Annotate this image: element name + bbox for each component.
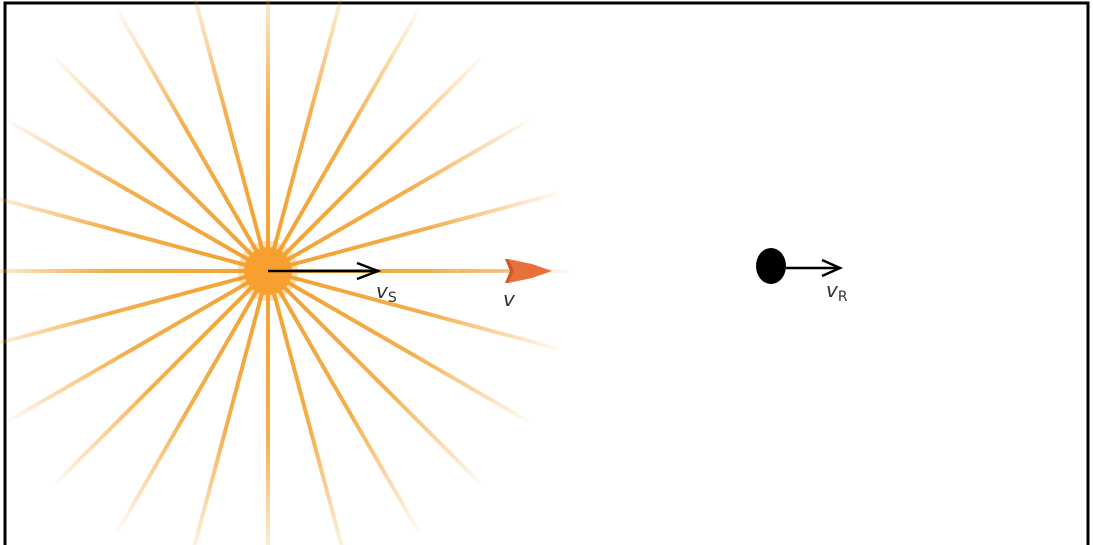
source-ray	[192, 269, 270, 545]
source-ray	[0, 197, 270, 273]
source-ray	[266, 191, 560, 273]
wave-velocity-label: v	[503, 287, 516, 311]
source-ray	[53, 269, 270, 486]
source-ray	[266, 56, 483, 273]
source-ray	[266, 269, 483, 486]
source-ray	[266, 119, 530, 273]
source-ray	[53, 56, 270, 273]
source-ray	[266, 9, 420, 273]
source-velocity-arrow	[268, 261, 382, 281]
receiver-velocity-arrow	[786, 258, 844, 278]
source-ray	[266, 0, 343, 273]
source-ray	[116, 9, 270, 273]
source-rays	[0, 0, 570, 545]
source-ray	[266, 269, 420, 533]
source-velocity-label: vS	[376, 279, 397, 306]
wavefront-marker	[460, 259, 552, 283]
receiver-dot	[756, 248, 786, 284]
source-ray	[266, 269, 344, 545]
source-ray	[116, 269, 270, 533]
source-ray	[6, 119, 270, 273]
source-ray	[6, 269, 270, 423]
source-ray	[193, 0, 270, 273]
receiver-velocity-label: vR	[826, 278, 848, 305]
source-ray	[266, 269, 560, 351]
source-ray	[0, 269, 270, 345]
source-ray	[266, 269, 530, 423]
diagram-border	[3, 1, 1090, 545]
